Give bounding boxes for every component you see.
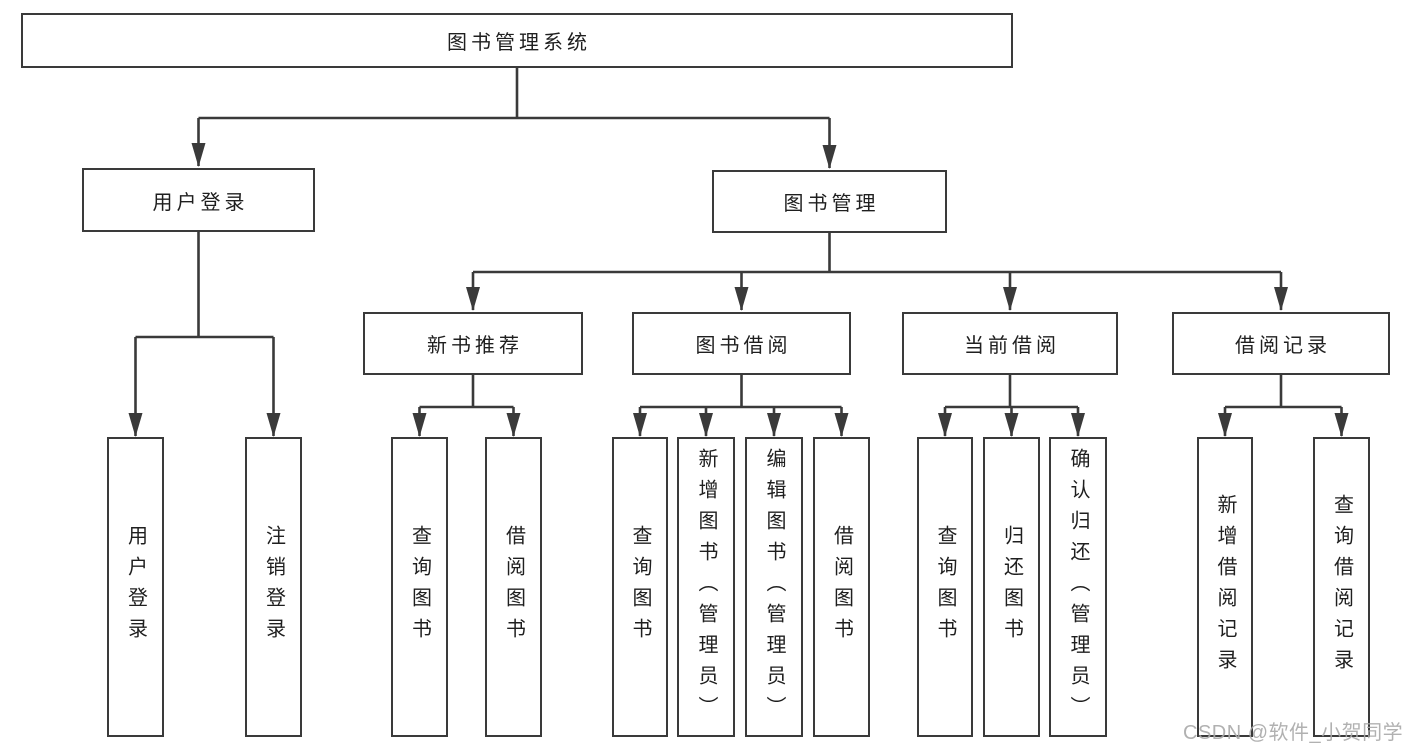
- leaf-label: 查询借阅记录: [1330, 494, 1353, 680]
- leaf-edit-book-admin: 编辑图书（管理员）: [745, 437, 803, 737]
- node-label: 图书管理系统: [447, 32, 591, 54]
- connector-borrow-records: [1225, 375, 1342, 409]
- connector-user-login: [135, 232, 274, 339]
- leaf-add-borrow-record: 新增借阅记录: [1197, 437, 1253, 737]
- node-borrow-records: 借阅记录: [1172, 312, 1390, 375]
- node-new-book-recommend: 新书推荐: [363, 312, 583, 375]
- leaf-confirm-return-admin: 确认归还（管理员）: [1049, 437, 1107, 737]
- watermark: CSDN @软件_小贺同学: [1183, 722, 1404, 744]
- node-label: 当前借阅: [964, 335, 1060, 357]
- leaf-label: 归还图书: [1000, 525, 1023, 649]
- node-book-borrow: 图书借阅: [632, 312, 851, 375]
- leaf-borrow-books: 借阅图书: [813, 437, 870, 737]
- node-label: 图书管理: [783, 193, 880, 215]
- node-current-borrow: 当前借阅: [902, 312, 1118, 375]
- leaf-label: 查询图书: [629, 525, 651, 649]
- leaf-query-borrow-record: 查询借阅记录: [1313, 437, 1370, 737]
- leaf-label: 借阅图书: [830, 525, 853, 649]
- leaf-label: 确认归还（管理员）: [1067, 447, 1089, 727]
- leaf-user-login: 用户登录: [107, 437, 164, 737]
- leaf-label: 新增图书（管理员）: [695, 447, 717, 727]
- node-root: 图书管理系统: [21, 13, 1013, 68]
- connector-current-borrow: [945, 375, 1078, 409]
- leaf-logout: 注销登录: [245, 437, 302, 737]
- node-label: 图书借阅: [695, 335, 792, 357]
- node-label: 借阅记录: [1235, 335, 1331, 357]
- connector-book-management: [473, 233, 1281, 274]
- leaf-label: 新增借阅记录: [1214, 494, 1236, 680]
- leaf-return-book: 归还图书: [983, 437, 1040, 737]
- node-label: 用户登录: [152, 191, 249, 214]
- leaf-query-books-recommend: 查询图书: [391, 437, 448, 737]
- leaf-query-books-borrow: 查询图书: [612, 437, 668, 737]
- leaf-label: 用户登录: [124, 525, 147, 649]
- connector-root: [198, 68, 830, 120]
- leaf-label: 查询图书: [934, 525, 956, 649]
- leaf-label: 借阅图书: [502, 525, 525, 649]
- connector-new-book: [419, 375, 514, 409]
- leaf-label: 编辑图书（管理员）: [763, 447, 785, 727]
- connector-book-borrow: [640, 375, 842, 409]
- leaf-label: 查询图书: [408, 525, 431, 649]
- node-label: 新书推荐: [427, 335, 523, 357]
- node-user-login: 用户登录: [82, 168, 315, 232]
- leaf-add-book-admin: 新增图书（管理员）: [677, 437, 735, 737]
- leaf-borrow-books-recommend: 借阅图书: [485, 437, 542, 737]
- leaf-label: 注销登录: [262, 525, 285, 649]
- node-book-management: 图书管理: [712, 170, 947, 233]
- leaf-query-books-current: 查询图书: [917, 437, 973, 737]
